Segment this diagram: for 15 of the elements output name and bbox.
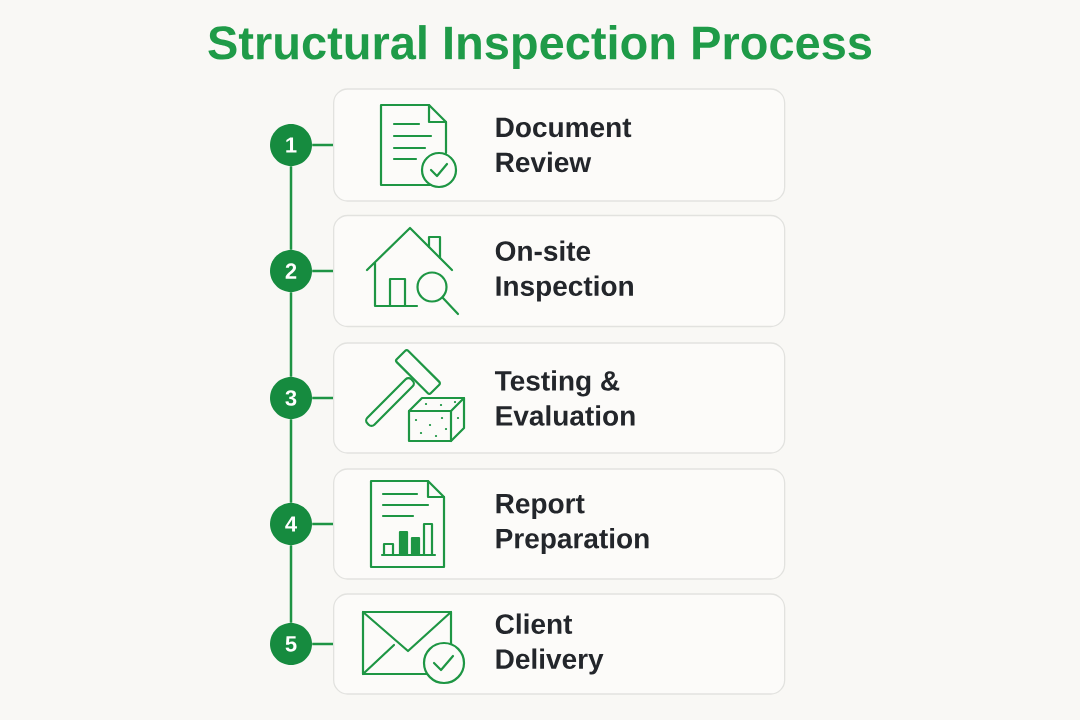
connector-line — [289, 545, 293, 623]
connector-line — [312, 143, 333, 147]
connector-line — [289, 166, 293, 250]
step-box: Document Review — [333, 88, 786, 202]
title: Structural Inspection Process — [208, 25, 872, 69]
connector-line — [312, 396, 333, 400]
step-box: Report Preparation — [333, 468, 786, 580]
connector-line — [312, 642, 333, 646]
connector-line — [312, 522, 333, 526]
step-box: Testing & Evaluation — [333, 342, 786, 454]
step-box: Client Delivery — [333, 593, 786, 695]
connector-line — [289, 419, 293, 503]
step-box: On-site Inspection — [333, 214, 786, 328]
connector-line — [312, 269, 333, 273]
connector-line — [289, 292, 293, 377]
